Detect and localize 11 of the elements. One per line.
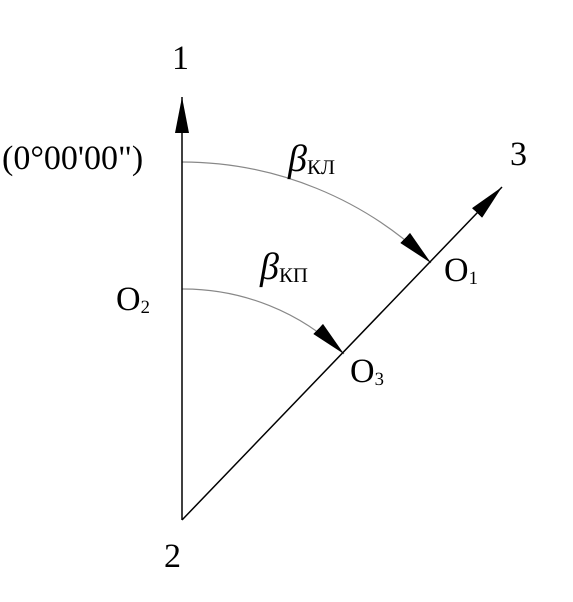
point-number: 2 (164, 540, 181, 574)
point-label: O$_{3}$ (350, 355, 384, 389)
reading-label: (0°00'00") (2, 142, 144, 176)
angle-label: β$_{КП}$ (260, 248, 308, 286)
point-number: 3 (510, 138, 527, 172)
point-number: 1 (172, 42, 189, 76)
angle-label: β$_{КЛ}$ (288, 140, 336, 178)
point-label: O$_{1}$ (444, 254, 478, 288)
point-label: O$_{2}$ (116, 283, 150, 317)
arrow (175, 97, 189, 520)
arrow (181, 186, 503, 521)
